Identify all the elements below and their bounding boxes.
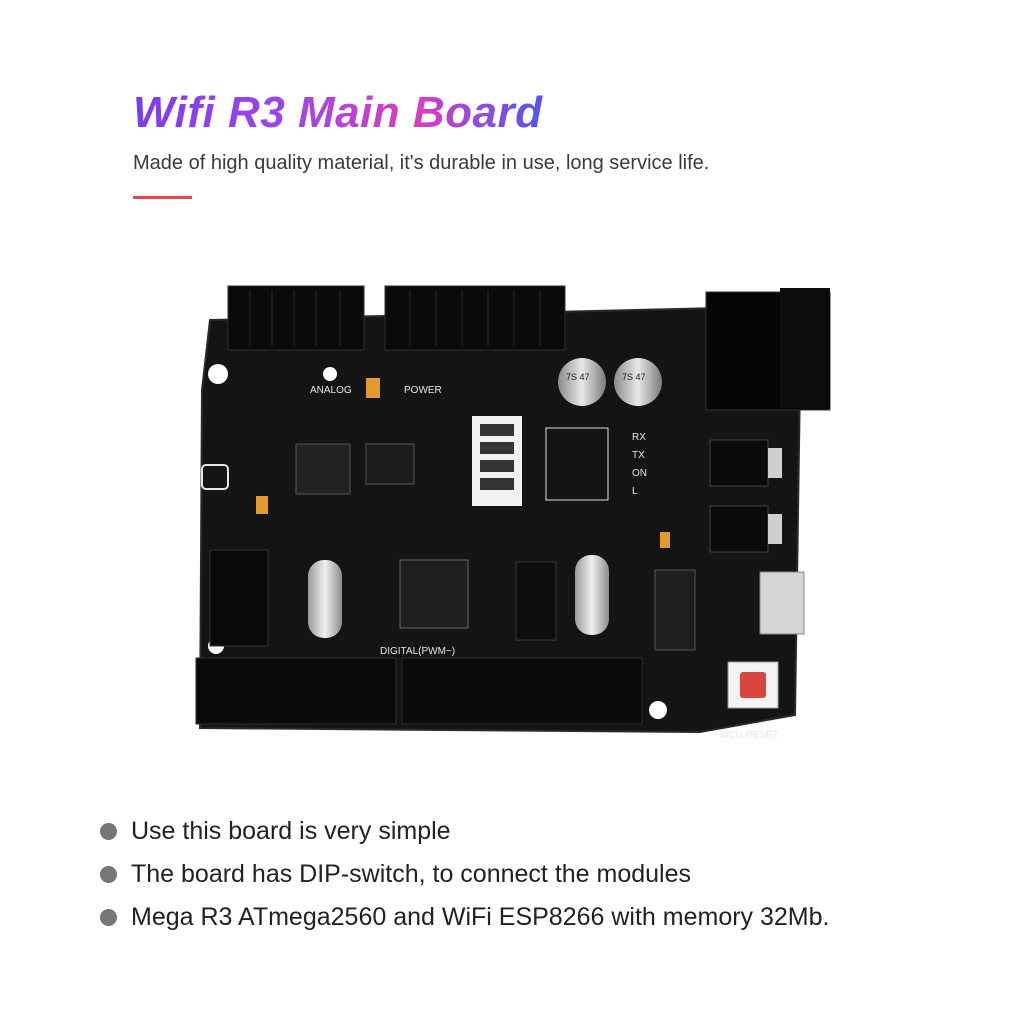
bullet-icon <box>100 823 117 840</box>
capacitor <box>614 358 662 406</box>
usb-serial-chip <box>654 569 696 651</box>
feature-item: The board has DIP-switch, to connect the… <box>100 853 829 896</box>
mounting-hole <box>208 364 228 384</box>
wifi-logo <box>201 464 229 490</box>
flash-chip <box>365 443 415 485</box>
svg-text:RX: RX <box>632 432 646 443</box>
svg-text:ON: ON <box>632 468 647 479</box>
product-subtitle: Made of high quality material, it's dura… <box>133 152 710 174</box>
svg-text:7S 47: 7S 47 <box>622 372 646 382</box>
feature-item: Mega R3 ATmega2560 and WiFi ESP8266 with… <box>100 896 829 939</box>
icsp-header <box>515 561 557 641</box>
feature-text: The board has DIP-switch, to connect the… <box>131 860 692 888</box>
wifi-r3-board-illustration: 7S 47 7S 47 ANALOG POWER DIGITAL(PWM~) R… <box>195 285 831 741</box>
feature-list: Use this board is very simple The board … <box>100 810 829 939</box>
digital-header-left <box>195 657 397 725</box>
svg-text:7S 47: 7S 47 <box>566 372 590 382</box>
atmega2560-chip <box>399 559 469 629</box>
esp-pins-header <box>209 549 269 647</box>
svg-text:MCU RESET: MCU RESET <box>720 730 779 741</box>
capacitor <box>558 358 606 406</box>
svg-text:ANALOG: ANALOG <box>310 385 352 396</box>
crystal-oscillator <box>308 560 342 638</box>
product-title: Wifi R3 Main Board <box>133 88 543 137</box>
svg-text:TX: TX <box>632 450 645 461</box>
svg-text:POWER: POWER <box>404 385 442 396</box>
orange-capacitor <box>366 378 380 398</box>
bullet-icon <box>100 909 117 926</box>
feature-text: Mega R3 ATmega2560 and WiFi ESP8266 with… <box>131 903 830 931</box>
feature-text: Use this board is very simple <box>131 817 451 845</box>
bullet-icon <box>100 866 117 883</box>
mounting-hole <box>649 701 667 719</box>
mounting-hole <box>323 367 337 381</box>
voltage-regulator <box>709 439 769 487</box>
orange-capacitor <box>256 496 268 514</box>
analog-header <box>227 285 365 351</box>
voltage-regulator <box>709 505 769 553</box>
esp8266-chip <box>295 443 351 495</box>
crystal-oscillator <box>575 555 609 635</box>
feature-item: Use this board is very simple <box>100 810 829 853</box>
svg-text:L: L <box>632 486 638 497</box>
power-header <box>384 285 566 351</box>
accent-divider <box>133 196 192 199</box>
micro-usb-port <box>759 571 805 635</box>
svg-text:DIGITAL(PWM~): DIGITAL(PWM~) <box>380 646 455 657</box>
digital-header-right <box>401 657 643 725</box>
